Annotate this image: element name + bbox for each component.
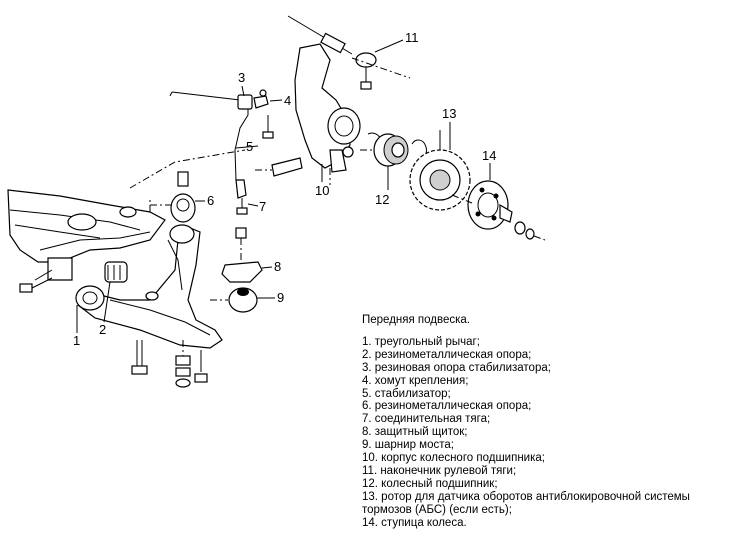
legend-item: 11. наконечник рулевой тяги; [362,464,517,477]
ball-joint-drawing [210,227,263,313]
legend-item: 10. корпус колесного подшипника; [362,452,545,465]
abs-rotor-drawing [409,130,471,211]
subframe-drawing [7,189,166,293]
callout-10: 10 [315,183,329,198]
callout-13: 13 [442,106,456,121]
legend: Передняя подвеска. 1. треугольный рычаг;… [362,314,742,530]
callout-8: 8 [274,259,281,274]
legend-item: 3. резиновая опора стабилизатора; [362,361,551,374]
legend-item: 4. хомут крепления; [362,374,469,387]
legend-item: 9. шарнир моста; [362,439,454,452]
callout-5: 5 [246,139,253,154]
legend-item: 2. резинометаллическая опора; [362,348,532,361]
callout-6: 6 [207,193,214,208]
callout-4: 4 [284,93,291,108]
mount-6-drawing [150,171,196,223]
callout-11: 11 [405,30,419,45]
leader-lines [76,39,491,333]
callout-3: 3 [238,70,245,85]
legend-item: 5. стабилизатор; [362,387,451,400]
callout-14: 14 [482,148,496,163]
callout-7: 7 [259,199,266,214]
control-arm-drawing [75,224,223,349]
legend-item: 14. ступица колеса. [362,516,467,529]
stabilizer-drawing [169,89,274,215]
legend-item: 1. треугольный рычаг; [362,335,480,348]
callout-numbers: 1 2 3 4 5 6 7 8 9 10 11 12 13 14 [73,30,496,348]
legend-item: 12. колесный подшипник; [362,477,498,490]
legend-item: 7. соединительная тяга; [362,413,491,426]
legend-title: Передняя подвеска. [362,314,470,326]
knuckle-drawing [255,43,361,177]
tie-rod-drawing [287,15,377,90]
legend-item: 6. резинометаллическая опора; [362,400,532,413]
hub-drawing [451,180,546,241]
callout-1: 1 [73,333,80,348]
legend-item: 13. ротор для датчика оборотов антиблоки… [362,490,690,516]
callout-12: 12 [375,192,389,207]
callout-2: 2 [99,322,106,337]
assembly-lines [129,57,411,212]
lower-bolts-drawing [131,340,208,388]
callout-9: 9 [277,290,284,305]
legend-list: 1. треугольный рычаг; 2. резинометалличе… [362,336,742,530]
bearing-drawing [367,132,427,167]
legend-item: 8. защитный щиток; [362,426,468,439]
